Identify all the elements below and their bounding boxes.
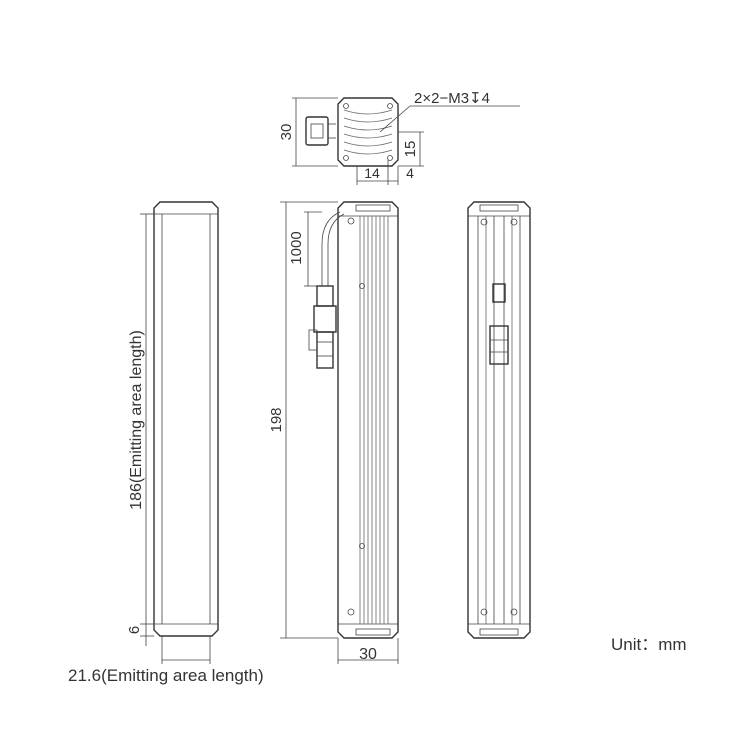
top-right-dim-label: 15 bbox=[402, 141, 419, 158]
side-cable-view: 1000 198 30 bbox=[268, 201, 399, 664]
mount-hole-icon bbox=[343, 155, 349, 161]
back-view bbox=[467, 201, 531, 639]
unit-label: Unit：mm bbox=[611, 635, 687, 654]
side-body-outline bbox=[337, 201, 399, 639]
screw-icon bbox=[359, 283, 365, 289]
thread-callout-label: 2×2−M3↧4 bbox=[414, 90, 490, 107]
emitting-length-dim-label: 186(Emitting area length) bbox=[128, 330, 145, 510]
cable-connector bbox=[316, 285, 334, 307]
connector-housing bbox=[305, 116, 329, 146]
mount-hole-icon bbox=[343, 103, 349, 109]
total-length-dim-label: 198 bbox=[268, 407, 285, 432]
emitting-width-dim-label: 21.6(Emitting area length) bbox=[68, 666, 264, 685]
top-end-view: 30 2×2−M3↧4 15 14 4 bbox=[278, 90, 520, 185]
end-margin-dim-label: 6 bbox=[126, 626, 143, 634]
mount-hole-icon bbox=[387, 103, 393, 109]
screw-icon bbox=[347, 217, 355, 225]
screw-icon bbox=[359, 543, 365, 549]
side-body-ribs bbox=[359, 216, 389, 624]
cable bbox=[321, 211, 341, 286]
end-view-fins bbox=[343, 109, 393, 155]
bottom-width-dim-label: 30 bbox=[359, 646, 377, 663]
end-view-body bbox=[337, 97, 399, 167]
cable-length-dim-label: 1000 bbox=[288, 231, 305, 264]
screw-icon bbox=[510, 608, 518, 616]
back-connector bbox=[492, 283, 506, 303]
mount-hole-icon bbox=[387, 155, 393, 161]
screw-icon bbox=[480, 608, 488, 616]
screw-icon bbox=[347, 608, 355, 616]
top-width-dim-label: 30 bbox=[278, 124, 295, 141]
front-emitting-view: 186(Emitting area length) 6 21.6(Emittin… bbox=[68, 201, 264, 685]
emitting-face-outline bbox=[153, 201, 219, 637]
screw-icon bbox=[510, 218, 518, 226]
connector-pin-block bbox=[310, 123, 324, 139]
screw-icon bbox=[480, 218, 488, 226]
back-body-outline bbox=[467, 201, 531, 639]
top-bottom-dim-a-label: 14 bbox=[364, 165, 380, 181]
top-bottom-dim-b-label: 4 bbox=[406, 165, 414, 181]
